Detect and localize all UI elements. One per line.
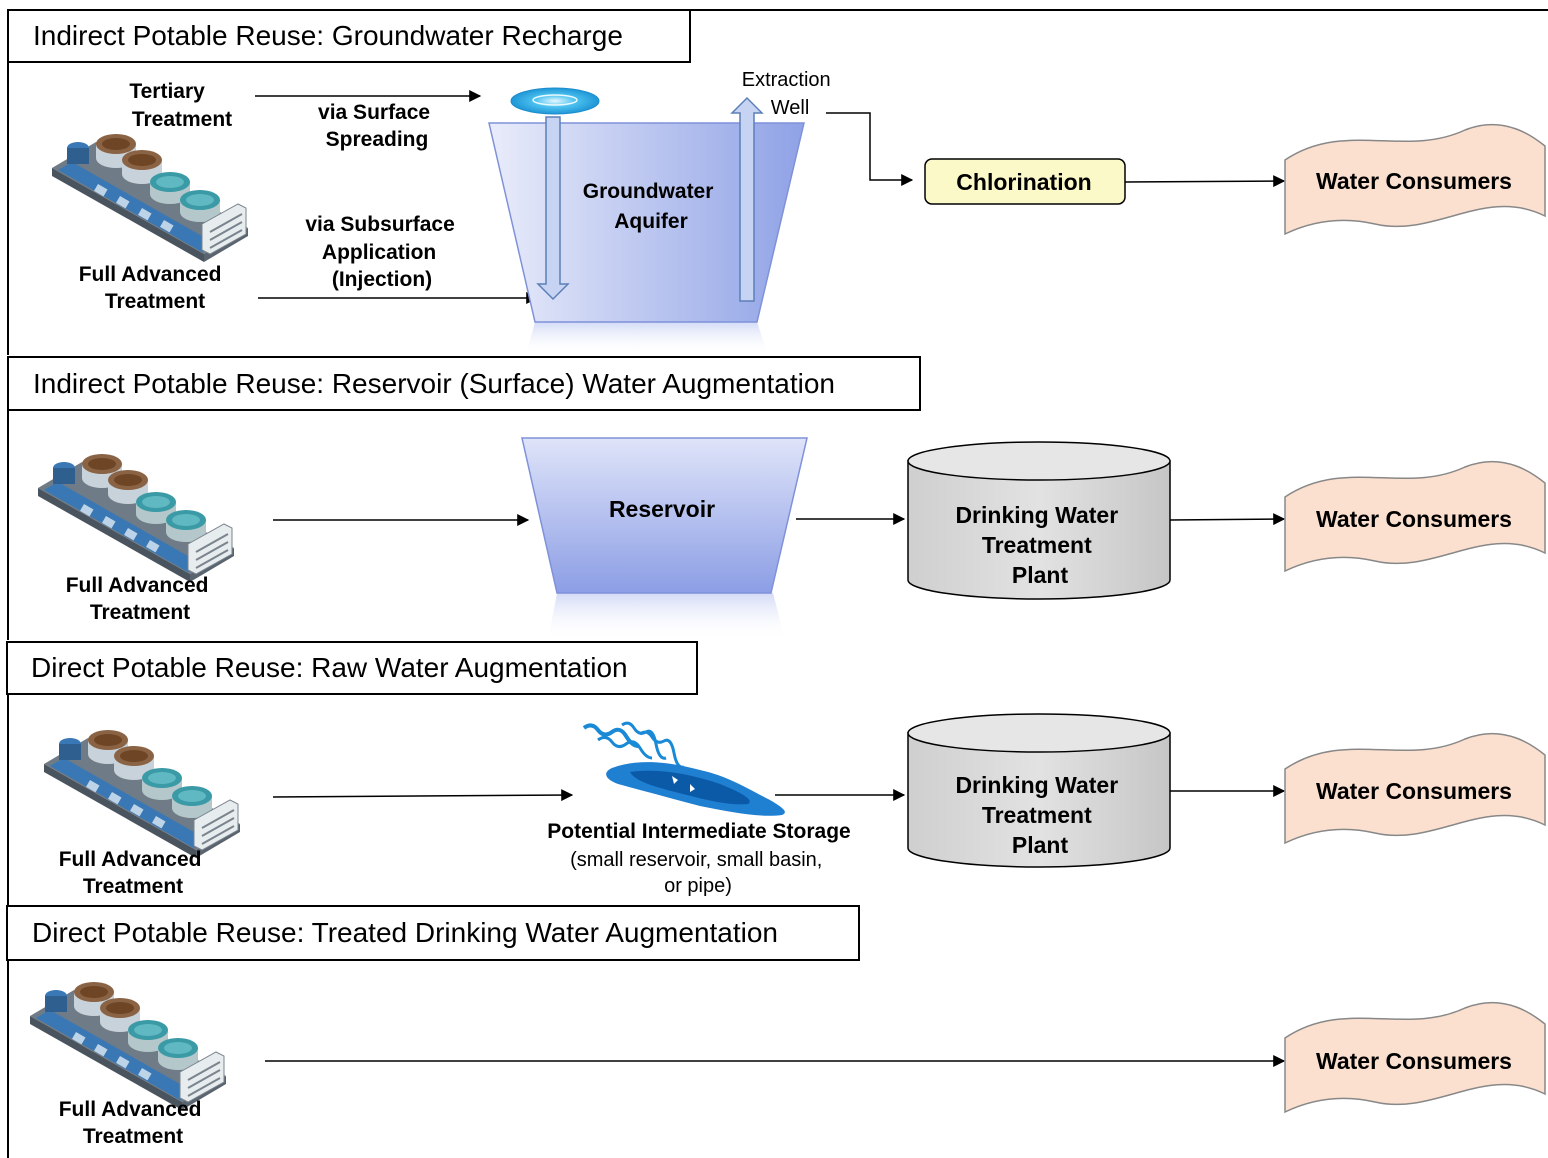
storage-title: Potential Intermediate Storage [547, 820, 850, 843]
full-advanced-treatment-label: Full Advanced Treatment [79, 263, 228, 313]
section-title: Direct Potable Reuse: Treated Drinking W… [32, 917, 778, 948]
section-title-box [6, 905, 860, 961]
aquifer-reflection [526, 322, 768, 355]
treatment-plant-icon [37, 453, 235, 583]
spreading-basin-icon [510, 87, 600, 115]
tertiary-treatment-label: Tertiary Treatment [129, 80, 232, 131]
water-consumers-label: Water Consumers [1316, 506, 1512, 532]
section-raw-water-augmentation: Direct Potable Reuse: Raw Water Augmenta… [6, 641, 698, 906]
river-storage-icon [582, 721, 785, 816]
dwtp-label: Drinking Water Treatment Plant [955, 772, 1124, 858]
water-consumers-label: Water Consumers [1316, 1048, 1512, 1074]
drinking-water-treatment-plant [907, 713, 1171, 868]
arrow-to-consumers [1124, 175, 1286, 188]
treatment-plant-icon [43, 729, 241, 859]
water-consumers-label: Water Consumers [1316, 778, 1512, 804]
arrow-to-consumers [1169, 513, 1286, 526]
section-title-box [6, 641, 698, 695]
reservoir [521, 437, 808, 594]
section-groundwater-recharge: Indirect Potable Reuse: Groundwater Rech… [7, 9, 1548, 355]
section-title-box [7, 9, 691, 63]
section-title: Indirect Potable Reuse: Groundwater Rech… [33, 20, 623, 51]
aquifer-label: Groundwater Aquifer [583, 180, 720, 233]
section-reservoir-augmentation: Indirect Potable Reuse: Reservoir (Surfa… [7, 356, 921, 640]
section-title: Direct Potable Reuse: Raw Water Augmenta… [31, 652, 628, 683]
section-title: Indirect Potable Reuse: Reservoir (Surfa… [33, 368, 835, 399]
extraction-well-label: Extraction Well [742, 69, 837, 119]
arrow-to-storage [272, 789, 574, 802]
treatment-plant-icon [51, 133, 249, 263]
section-treated-drinking-water-augmentation: Direct Potable Reuse: Treated Drinking W… [6, 905, 860, 1158]
reservoir-reflection [548, 593, 785, 640]
surface-spreading-label: via Surface Spreading [318, 101, 436, 151]
full-advanced-treatment-label: Full Advanced Treatment [66, 574, 215, 624]
infiltration-arrow [536, 116, 570, 301]
extraction-well-arrow [730, 96, 764, 302]
storage-subtitle: (small reservoir, small basin, or pipe) [570, 849, 828, 897]
chlorination-label: Chlorination [956, 169, 1091, 195]
arrow-to-chlorination [826, 112, 914, 186]
full-advanced-treatment-label: Full Advanced Treatment [59, 848, 208, 898]
subsurface-application-label: via Subsurface Application (Injection) [305, 213, 460, 291]
treatment-plant-icon [29, 981, 227, 1111]
groundwater-aquifer [488, 122, 805, 323]
section-title-box [7, 356, 921, 411]
water-consumers-label: Water Consumers [1316, 168, 1512, 194]
dwtp-label: Drinking Water Treatment Plant [955, 502, 1124, 588]
full-advanced-treatment-label: Full Advanced Treatment [59, 1098, 208, 1148]
reservoir-label: Reservoir [609, 496, 715, 522]
drinking-water-treatment-plant [907, 441, 1171, 600]
